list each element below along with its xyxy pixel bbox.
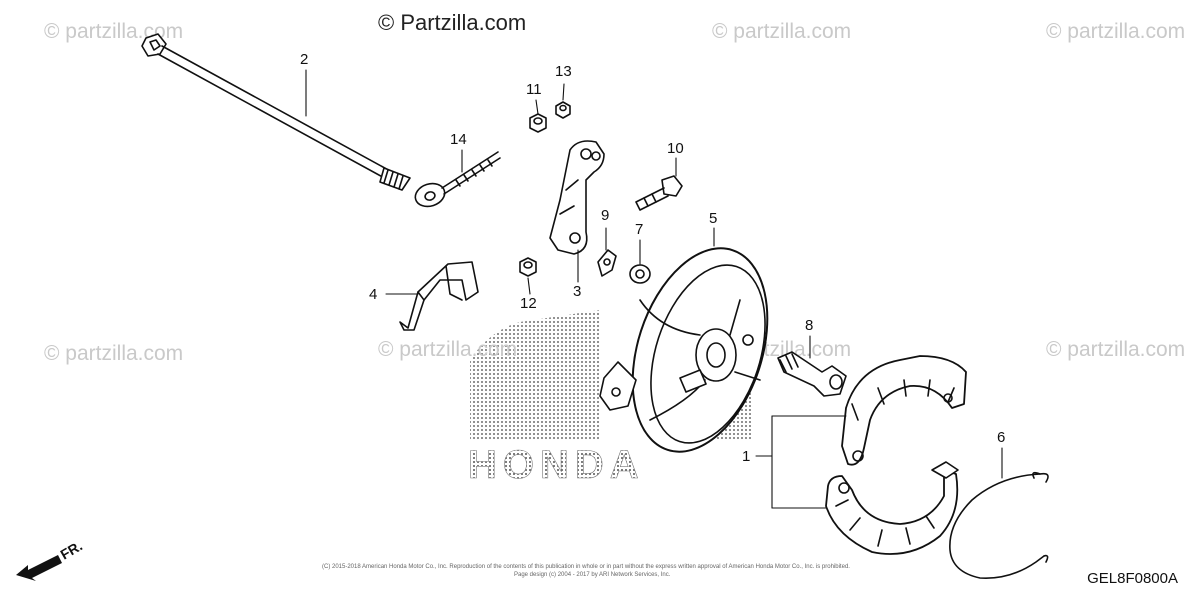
brake-arm-part-3 [549, 140, 605, 255]
copyright-footer: (C) 2015-2018 American Honda Motor Co., … [322, 564, 850, 570]
callout-9: 9 [601, 207, 610, 224]
washer-part-7 [629, 264, 651, 284]
adjuster-part-14 [414, 151, 501, 208]
brake-shoe-lower [825, 461, 959, 555]
nut-part-13 [555, 101, 571, 119]
front-direction-arrow-icon [16, 555, 62, 581]
nut-part-11 [529, 113, 547, 133]
cam-part-8 [777, 351, 847, 397]
leader-lines [305, 69, 1003, 509]
watermark-text: © partzilla.com [1046, 20, 1186, 43]
callout-3: 3 [573, 283, 582, 300]
diagram-code: GEL8F0800A [1087, 570, 1178, 587]
callout-2: 2 [300, 51, 309, 68]
callout-1: 1 [742, 448, 751, 465]
bolt-part-10 [635, 175, 683, 211]
watermark-text: © partzilla.com [378, 338, 518, 361]
callout-7: 7 [635, 221, 644, 238]
callout-5: 5 [709, 210, 718, 227]
callout-8: 8 [805, 317, 814, 334]
callout-13: 13 [555, 63, 572, 80]
brand-watermark: © Partzilla.com [378, 10, 527, 35]
bracket-part-4 [399, 261, 479, 331]
axle-part-2 [141, 33, 411, 191]
callout-12: 12 [520, 295, 537, 312]
callout-6: 6 [997, 429, 1006, 446]
callout-10: 10 [667, 140, 684, 157]
watermark-text: © partzilla.com [44, 342, 184, 365]
callout-4: 4 [369, 286, 378, 303]
callout-11: 11 [526, 81, 542, 98]
honda-wordmark: HONDA [468, 443, 645, 487]
watermark-text: © partzilla.com [1046, 338, 1186, 361]
spring-part-6 [949, 471, 1049, 579]
nut-part-12 [519, 257, 537, 277]
page-design-footer: Page design (c) 2004 - 2017 by ARI Netwo… [514, 572, 671, 578]
watermark-text: © partzilla.com [712, 20, 852, 43]
brake-shoe-upper [841, 355, 967, 466]
brake-panel-part-5 [599, 247, 769, 453]
indicator-plate-part-9 [597, 249, 617, 277]
callout-14: 14 [450, 131, 467, 148]
